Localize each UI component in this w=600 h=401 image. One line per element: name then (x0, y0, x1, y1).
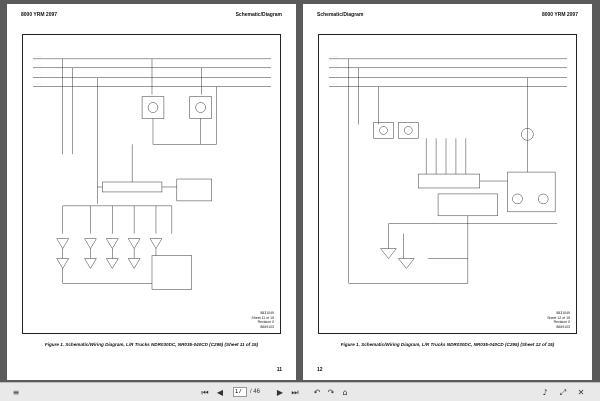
sheet-number: Sheet 11 of 15 (251, 315, 274, 320)
right-page: Schematic/Diagram 8000 YRM 2097 (303, 4, 592, 380)
left-figure-caption: Figure 1. Schematic/Wiring Diagram, L/R … (44, 342, 259, 347)
sound-icon[interactable]: ♪ (542, 388, 548, 397)
left-sheet-info: 8831049 Sheet 11 of 15 Revision 0 866910… (251, 311, 274, 329)
page-number-input[interactable] (233, 387, 247, 397)
right-header-doc-number: 8000 YRM 2097 (541, 12, 578, 18)
left-page-number: 11 (276, 367, 282, 373)
svg-text:· · · ·: · · · · (331, 63, 337, 67)
prev-page-icon[interactable]: ◀ (216, 388, 224, 397)
left-wiring-diagram: · · · · · · · · · · · · · · · · 8831049 … (22, 34, 281, 334)
left-page: 8000 YRM 2097 Schematic/Diagram (7, 4, 296, 380)
right-page-number: 12 (317, 367, 323, 373)
svg-text:· · · ·: · · · · (331, 54, 337, 58)
sheet-number: Sheet 12 of 15 (547, 315, 570, 320)
right-header-section: Schematic/Diagram (317, 12, 364, 18)
svg-text:· · · ·: · · · · (35, 63, 41, 67)
svg-text:· · · ·: · · · · (331, 82, 337, 86)
forward-icon[interactable]: ↷ (327, 388, 335, 397)
sheet-drawing-number: 8831049 (260, 311, 274, 316)
fullscreen-icon[interactable]: ⤢ (559, 387, 567, 397)
page-total: / 46 (250, 389, 261, 395)
left-header-doc-number: 8000 YRM 2097 (21, 12, 58, 18)
svg-text:· · · ·: · · · · (35, 82, 41, 86)
left-header-section: Schematic/Diagram (235, 12, 282, 18)
close-icon[interactable]: ✕ (577, 388, 585, 397)
sheet-part-number: 8669103 (556, 324, 570, 329)
right-schematic-drawing: · · · · · · · · · · · · · · · · (328, 54, 568, 284)
home-icon[interactable]: ⌂ (342, 388, 348, 397)
right-wiring-diagram: · · · · · · · · · · · · · · · · 8831049 … (318, 34, 577, 334)
menu-icon[interactable]: ≡ (12, 388, 20, 397)
sheet-revision: Revision 0 (257, 320, 274, 325)
sheet-drawing-number: 8831049 (556, 311, 570, 316)
right-figure-caption: Figure 1. Schematic/Wiring Diagram, L/R … (340, 342, 555, 347)
back-icon[interactable]: ↶ (313, 388, 321, 397)
right-sheet-info: 8831049 Sheet 12 of 15 Revision 0 866910… (547, 311, 570, 329)
viewer-toolbar: ≡ ⏮ ◀ / 46 ▶ ⏭ ↶ ↷ ⌂ ♪ ⤢ ✕ (0, 382, 600, 401)
first-page-icon[interactable]: ⏮ (201, 387, 209, 397)
left-schematic-drawing: · · · · · · · · · · · · · · · · (32, 54, 272, 290)
last-page-icon[interactable]: ⏭ (291, 387, 299, 397)
sheet-part-number: 8669103 (260, 324, 274, 329)
next-page-icon[interactable]: ▶ (276, 388, 284, 397)
svg-text:· · · ·: · · · · (35, 54, 41, 58)
svg-text:· · · ·: · · · · (35, 73, 41, 77)
svg-text:· · · ·: · · · · (331, 73, 337, 77)
sheet-revision: Revision 0 (553, 320, 570, 325)
